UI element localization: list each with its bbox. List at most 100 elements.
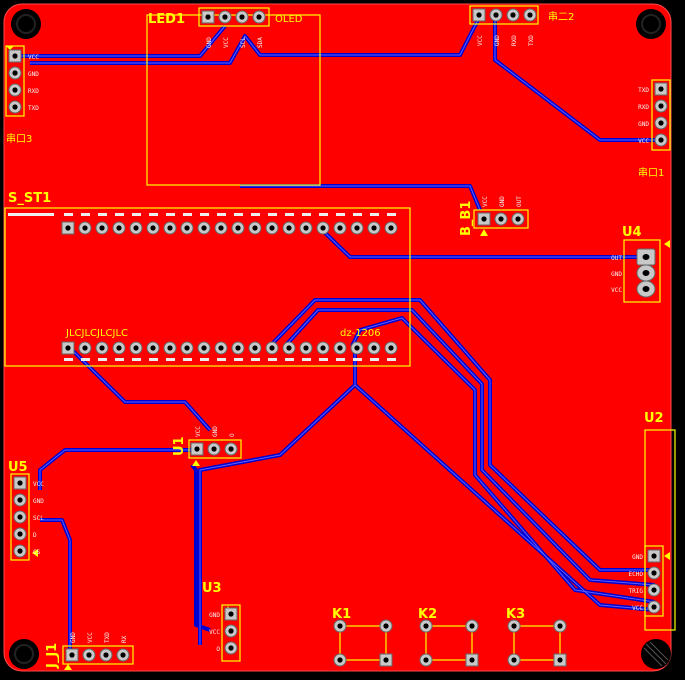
pin-label: GND (499, 196, 506, 207)
pin-label: CS (33, 549, 41, 556)
drill-hole-icon (354, 225, 360, 231)
drill-hole-icon (511, 623, 517, 629)
pin-label: VCC (477, 35, 484, 46)
jj1-pad (65, 648, 79, 662)
drill-hole-icon (658, 103, 664, 109)
pin-mark (98, 213, 107, 216)
drill-hole-icon (286, 345, 292, 351)
drill-hole-icon (651, 570, 657, 576)
pin-label: TXD (638, 87, 649, 94)
u4-pad (636, 264, 656, 282)
pin-label: GND (33, 498, 44, 505)
designator-k2: K2 (418, 607, 437, 622)
drill-hole-icon (371, 225, 377, 231)
designator-chuan1: 串口1 (638, 167, 664, 179)
pin-mark (166, 358, 175, 361)
drill-hole-icon (320, 345, 326, 351)
s-st1-pad (61, 341, 75, 355)
button-pad (553, 619, 567, 633)
s-st1-pad (95, 341, 109, 355)
drill-hole-icon (383, 623, 389, 629)
s-st1-pad (231, 221, 245, 235)
drill-hole-icon (337, 345, 343, 351)
label-oled: OLED (275, 14, 303, 25)
led1-pad (235, 10, 249, 24)
designator-j-j1: J_J1 (45, 643, 60, 669)
designator-u2: U2 (644, 411, 664, 426)
drill-hole-icon (218, 345, 224, 351)
drill-hole-icon (205, 14, 211, 20)
drill-hole-icon (557, 657, 563, 663)
pin-mark (217, 358, 226, 361)
drill-hole-icon (12, 87, 18, 93)
j3-pad (8, 100, 22, 114)
pin-label: OUT (611, 255, 622, 262)
pin-label: RXD (28, 88, 39, 95)
pin-label: TXD (28, 105, 39, 112)
pin-mark (285, 358, 294, 361)
s-st1-pad (95, 221, 109, 235)
drill-hole-icon (201, 345, 207, 351)
drill-hole-icon (12, 104, 18, 110)
drill-hole-icon (17, 514, 23, 520)
drill-hole-icon (269, 225, 275, 231)
s-st1-pad (384, 341, 398, 355)
drill-hole-icon (286, 225, 292, 231)
bb1-header-outline (473, 209, 529, 229)
s-st1-pad (214, 221, 228, 235)
s-st1-pad (299, 221, 313, 235)
drill-hole-icon (423, 657, 429, 663)
led1-outline (146, 14, 321, 186)
u5-pad (13, 493, 27, 507)
drill-hole-icon (658, 137, 664, 143)
jj1-pad (99, 648, 113, 662)
chuan2-pad (489, 8, 503, 22)
j3-pad (8, 83, 22, 97)
pin-label: VCC (611, 287, 622, 294)
drill-hole-icon (423, 623, 429, 629)
connector-pin-labels: VCCGNDRXDTXDTXDRXDGNDVCCOUTGNDVCCVCCGNDS… (28, 35, 649, 653)
button-pad (465, 653, 479, 667)
s-st1-pad (299, 341, 313, 355)
pin-mark (64, 213, 73, 216)
s-st1-pad (61, 221, 75, 235)
button-pad (333, 619, 347, 633)
led1-pad (218, 10, 232, 24)
s-st1-pad (316, 221, 330, 235)
drill-hole-icon (269, 345, 275, 351)
u3-pad (224, 641, 238, 655)
pin-label: GND (494, 35, 501, 46)
drill-hole-icon (218, 225, 224, 231)
drill-hole-icon (201, 225, 207, 231)
s-st1-pad (112, 341, 126, 355)
drill-hole-icon (252, 225, 258, 231)
drill-hole-icon (133, 225, 139, 231)
pin-mark (64, 358, 73, 361)
s-st1-pad (214, 341, 228, 355)
s-st1-pad (248, 341, 262, 355)
pin-label: VCC (632, 605, 643, 612)
k2-outline (425, 625, 473, 661)
designator-chuankou3: 串口3 (6, 133, 32, 145)
s-st1-pad (265, 221, 279, 235)
button-pad (333, 653, 347, 667)
drill-hole-icon (354, 345, 360, 351)
chuan2-pad (523, 8, 537, 22)
pads (8, 8, 668, 667)
s-st1-pad (146, 221, 160, 235)
mounting-hole-icon (11, 9, 41, 39)
pin-mark (217, 213, 226, 216)
pin-label: TXD (528, 35, 535, 46)
drill-hole-icon (65, 345, 71, 351)
drill-hole-icon (557, 623, 563, 629)
u1-pad (190, 442, 204, 456)
drill-hole-icon (116, 225, 122, 231)
u2-outline (644, 429, 676, 631)
drill-hole-icon (337, 657, 343, 663)
s-st1-pad (197, 221, 211, 235)
s-st1-pad (78, 221, 92, 235)
s-st1-pad (78, 341, 92, 355)
bb1-pad (494, 212, 508, 226)
j1r-pad (654, 82, 668, 96)
pin-mark (98, 358, 107, 361)
